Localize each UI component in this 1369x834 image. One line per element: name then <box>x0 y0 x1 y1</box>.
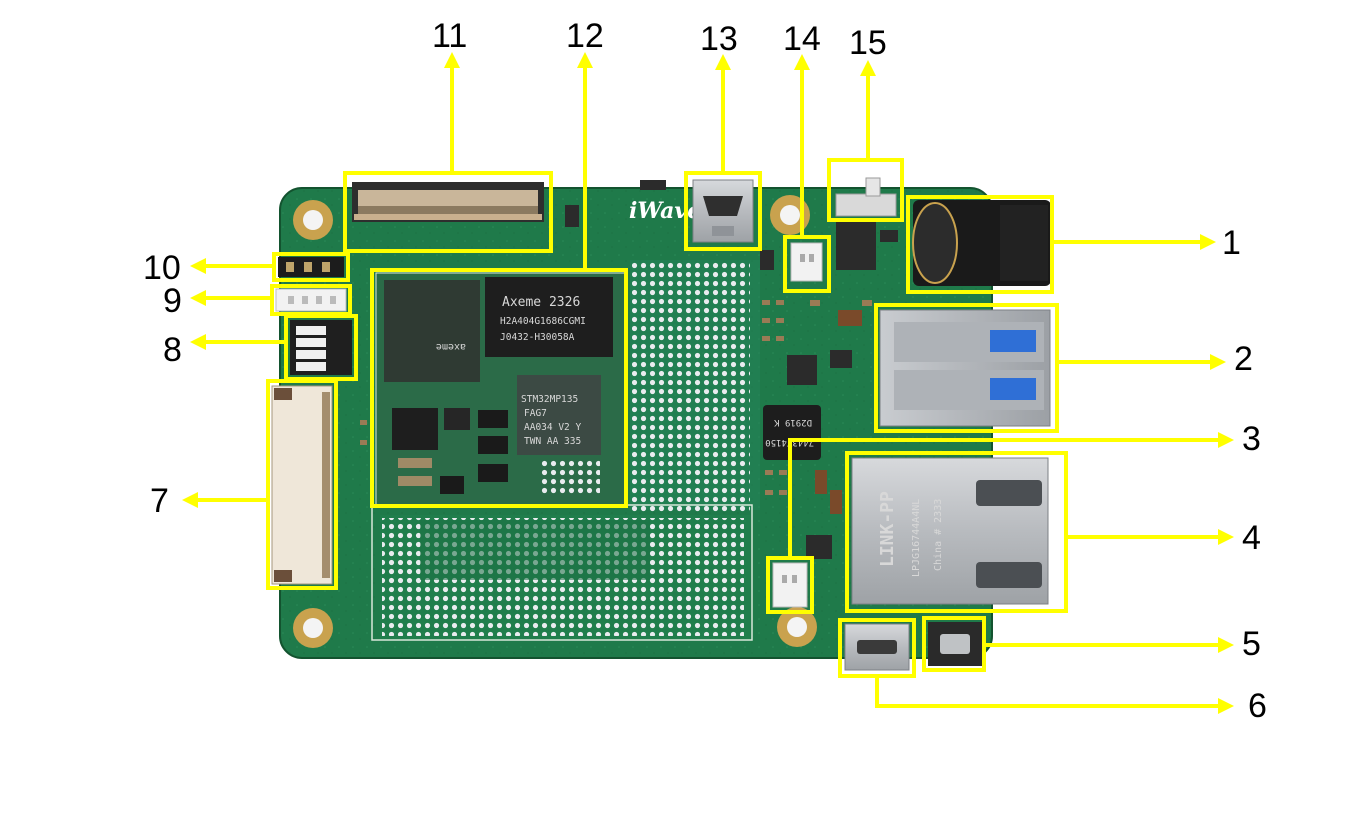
callout-label-1: 1 <box>1222 224 1241 262</box>
arrowhead-8 <box>190 334 206 350</box>
arrowhead-6 <box>1218 698 1234 714</box>
push-button <box>928 622 982 666</box>
dc-power-jack <box>912 200 1051 286</box>
small-connector-top <box>790 242 823 282</box>
callout-label-13: 13 <box>700 20 738 58</box>
hdmi-port <box>692 179 754 243</box>
mounting-hole <box>293 200 333 240</box>
arrowhead-5 <box>1218 637 1234 653</box>
passive-components <box>360 300 872 495</box>
svg-text:LINK-PP: LINK-PP <box>877 491 898 567</box>
svg-text:TWN AA 335: TWN AA 335 <box>524 436 581 447</box>
callout-label-7: 7 <box>150 482 169 520</box>
trace-area <box>420 520 650 580</box>
arrowhead-11 <box>444 52 460 68</box>
dip-switch <box>290 320 352 375</box>
arrowhead-10 <box>190 258 206 274</box>
callout-labels: 1 2 3 4 5 6 7 8 9 10 11 12 13 14 15 <box>143 17 1267 725</box>
highlight-box-2 <box>874 303 1059 433</box>
som-module: axeme Axeme 2326 H2A404G1686CGMI J0432-H… <box>375 272 627 506</box>
arrowhead-7 <box>182 492 198 508</box>
memory-chip-left: axeme <box>384 280 480 382</box>
arrowhead-3 <box>1218 432 1234 448</box>
highlight-box-4 <box>845 451 1068 613</box>
arrowhead-14 <box>794 54 810 70</box>
smd-components <box>565 180 898 559</box>
svg-text:Axeme 2326: Axeme 2326 <box>502 295 580 310</box>
arrowhead-9 <box>190 290 206 306</box>
callout-label-8: 8 <box>163 331 182 369</box>
callout-arrowheads <box>182 52 1234 714</box>
arrowhead-1 <box>1200 234 1216 250</box>
callout-label-5: 5 <box>1242 625 1261 663</box>
callout-label-6: 6 <box>1248 687 1267 725</box>
callout-label-4: 4 <box>1242 519 1261 557</box>
svg-text:axeme: axeme <box>436 341 466 352</box>
svg-text:H2A404G1686CGMI: H2A404G1686CGMI <box>500 316 586 327</box>
arrowhead-12 <box>577 52 593 68</box>
highlight-box-15 <box>827 158 904 222</box>
white-connector <box>275 288 347 312</box>
ethernet-port: LINK-PP LPJG16744A4NL China # 2333 <box>851 457 1049 605</box>
callout-lines <box>194 64 1222 708</box>
callout-label-15: 15 <box>849 24 887 62</box>
callout-line-6 <box>875 674 1222 708</box>
small-connector-bottom <box>772 562 808 608</box>
usb3-port <box>879 309 1051 427</box>
highlight-box-12 <box>370 268 628 508</box>
svg-text:China # 2333: China # 2333 <box>933 499 944 571</box>
svg-text:D2919 K: D2919 K <box>773 417 812 427</box>
arrowhead-2 <box>1210 354 1226 370</box>
fpc-connector-side <box>271 385 333 585</box>
callout-label-11: 11 <box>432 17 467 55</box>
svg-text:AA034 V2 Y: AA034 V2 Y <box>524 422 581 433</box>
fpc-connector-top <box>352 182 544 222</box>
highlight-box-1 <box>906 195 1054 294</box>
callout-line-3 <box>788 438 1222 560</box>
arrowhead-4 <box>1218 529 1234 545</box>
svg-text:STM32MP135: STM32MP135 <box>521 394 578 405</box>
svg-text:FAG7: FAG7 <box>524 408 547 419</box>
micro-usb-port <box>844 623 910 671</box>
slide-switch <box>835 177 897 217</box>
callout-label-14: 14 <box>783 20 821 58</box>
header-pins <box>278 257 344 277</box>
pmic-chip <box>392 408 438 450</box>
brand-logo: iWave <box>629 198 701 224</box>
callout-label-2: 2 <box>1234 340 1253 378</box>
svg-text:J0432-H30058A: J0432-H30058A <box>500 332 575 343</box>
arrowhead-13 <box>715 54 731 70</box>
callout-label-10: 10 <box>143 249 181 287</box>
soc-chip: STM32MP135 FAG7 AA034 V2 Y TWN AA 335 <box>517 375 601 455</box>
memory-chip-right: Axeme 2326 H2A404G1686CGMI J0432-H30058A <box>485 277 613 357</box>
arrowhead-15 <box>860 60 876 76</box>
svg-text:LPJG16744A4NL: LPJG16744A4NL <box>911 499 922 577</box>
callout-label-12: 12 <box>566 17 604 55</box>
mounting-hole <box>777 607 817 647</box>
callout-label-9: 9 <box>163 282 182 320</box>
highlight-box-14 <box>783 235 831 293</box>
callout-label-3: 3 <box>1242 420 1261 458</box>
highlight-box-11 <box>343 171 553 253</box>
mounting-hole <box>293 608 333 648</box>
bga-pad-field <box>632 262 750 512</box>
